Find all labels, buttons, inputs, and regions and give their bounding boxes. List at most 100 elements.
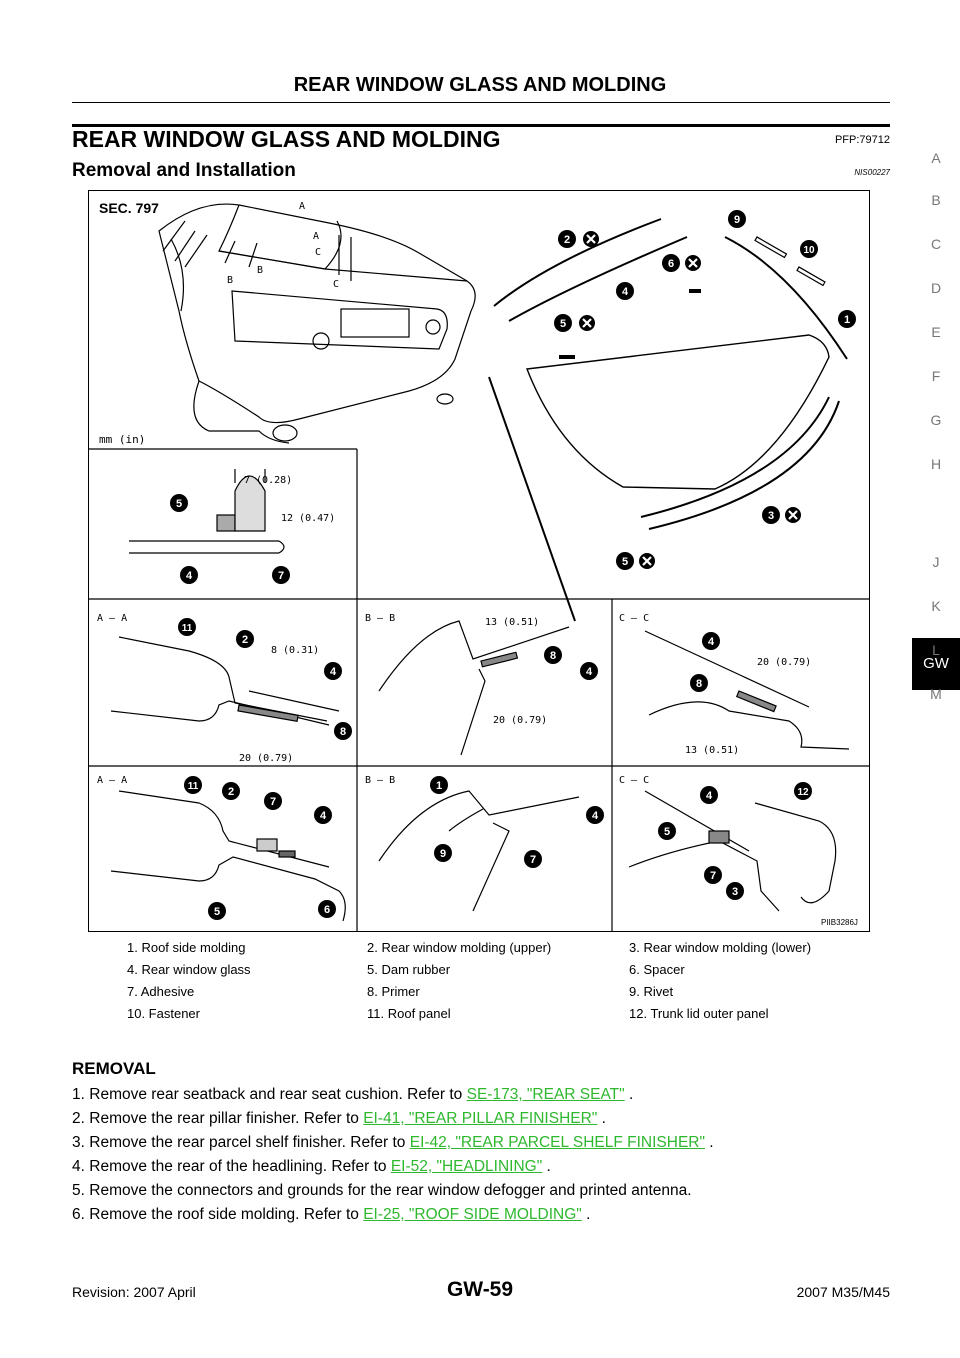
dim-8: 8 (0.31) bbox=[271, 645, 319, 656]
legend-item: 7. Adhesive bbox=[127, 984, 195, 999]
callout-4: 4 bbox=[702, 632, 720, 650]
legend-row: 7. Adhesive 8. Primer 9. Rivet bbox=[127, 981, 887, 1003]
svg-text:2: 2 bbox=[228, 786, 234, 798]
section-rule bbox=[72, 124, 890, 127]
reference-link[interactable]: EI-25, "ROOF SIDE MOLDING" bbox=[363, 1206, 582, 1223]
callout-4: 4 bbox=[324, 662, 342, 680]
figure-svg: SEC. 797 mm (in) A A C C B B bbox=[89, 200, 869, 931]
legend-row: 10. Fastener 11. Roof panel 12. Trunk li… bbox=[127, 1003, 887, 1025]
callout-7: 7 bbox=[704, 866, 722, 884]
svg-text:7: 7 bbox=[710, 870, 716, 882]
section-cc-primer bbox=[644, 630, 850, 750]
section-bb-primer bbox=[378, 620, 570, 756]
removal-title: REMOVAL bbox=[72, 1059, 156, 1078]
svg-text:5: 5 bbox=[560, 318, 566, 330]
callout-4: 4 bbox=[586, 806, 604, 824]
svg-text:4: 4 bbox=[592, 810, 599, 822]
figure-id: PIIB3286J bbox=[821, 918, 858, 927]
side-tab-g[interactable]: G bbox=[930, 412, 942, 428]
section-marker-c: C bbox=[333, 279, 339, 290]
callout-11: 11 bbox=[184, 776, 202, 794]
side-tab-m[interactable]: M bbox=[930, 686, 942, 702]
removal-steps: 1. Remove rear seatback and rear seat cu… bbox=[72, 1083, 714, 1227]
callout-8: 8 bbox=[334, 722, 352, 740]
x-mark-icon bbox=[642, 556, 652, 566]
legend-item: 6. Spacer bbox=[629, 962, 685, 977]
section-marker-a: A bbox=[299, 201, 305, 212]
side-tab-d[interactable]: D bbox=[930, 280, 942, 296]
callout-7: 7 bbox=[524, 850, 542, 868]
svg-text:11: 11 bbox=[182, 623, 193, 634]
footer-model: 2007 M35/M45 bbox=[796, 1284, 890, 1300]
subsection-code: NIS00227 bbox=[854, 168, 890, 177]
svg-text:4: 4 bbox=[708, 636, 715, 648]
side-tab-gw[interactable]: GW bbox=[912, 638, 960, 690]
svg-text:4: 4 bbox=[706, 790, 713, 802]
exploded-view-figure: SEC. 797 mm (in) A A C C B B bbox=[88, 190, 870, 932]
side-tab-f[interactable]: F bbox=[931, 368, 941, 384]
side-tab-c[interactable]: C bbox=[930, 236, 942, 252]
step-1: 1. Remove rear seatback and rear seat cu… bbox=[72, 1086, 634, 1103]
section-bb-adhesive bbox=[378, 790, 580, 912]
svg-text:2: 2 bbox=[564, 234, 570, 246]
svg-text:7: 7 bbox=[278, 570, 284, 582]
callout-6: 6 bbox=[318, 900, 336, 918]
callout-5: 5 bbox=[658, 822, 676, 840]
section-label-bb: B – B bbox=[365, 775, 395, 786]
side-tab-j[interactable]: J bbox=[932, 554, 940, 570]
step-2: 2. Remove the rear pillar finisher. Refe… bbox=[72, 1110, 606, 1127]
side-tab-h[interactable]: H bbox=[930, 456, 942, 472]
callout-5: 5 bbox=[170, 494, 188, 512]
side-tab-l[interactable]: L bbox=[932, 642, 940, 658]
legend-row: 1. Roof side molding 2. Rear window mold… bbox=[127, 937, 887, 959]
callout-5: 5 bbox=[554, 314, 572, 332]
reference-link[interactable]: SE-173, "REAR SEAT" bbox=[466, 1086, 625, 1103]
side-tab-k[interactable]: K bbox=[931, 598, 941, 614]
parts-legend: 1. Roof side molding 2. Rear window mold… bbox=[127, 937, 887, 1025]
step-5: 5. Remove the connectors and grounds for… bbox=[72, 1182, 692, 1199]
svg-text:10: 10 bbox=[803, 245, 815, 256]
reference-link[interactable]: EI-42, "REAR PARCEL SHELF FINISHER" bbox=[409, 1134, 705, 1151]
glass-exploded-view bbox=[488, 218, 848, 622]
callout-5: 5 bbox=[616, 552, 634, 570]
x-mark-icon bbox=[788, 510, 798, 520]
callout-5: 5 bbox=[208, 902, 226, 920]
svg-text:8: 8 bbox=[696, 678, 702, 690]
svg-text:6: 6 bbox=[668, 258, 674, 270]
section-marker-b: B bbox=[227, 275, 233, 286]
callout-4: 4 bbox=[180, 566, 198, 584]
svg-text:4: 4 bbox=[586, 666, 593, 678]
dim-13: 13 (0.51) bbox=[485, 617, 539, 628]
reference-link[interactable]: EI-52, "HEADLINING" bbox=[390, 1158, 543, 1175]
callout-4: 4 bbox=[700, 786, 718, 804]
section-label-aa: A – A bbox=[97, 775, 127, 786]
subsection-title: Removal and Installation bbox=[72, 160, 296, 181]
callout-2: 2 bbox=[236, 630, 254, 648]
side-tab-e[interactable]: E bbox=[931, 324, 941, 340]
section-label-cc: C – C bbox=[619, 775, 649, 786]
legend-item: 8. Primer bbox=[367, 984, 420, 999]
callout-3: 3 bbox=[726, 882, 744, 900]
section-code: PFP:79712 bbox=[834, 134, 890, 146]
legend-item: 2. Rear window molding (upper) bbox=[367, 940, 552, 955]
dim-20: 20 (0.79) bbox=[239, 753, 293, 764]
section-aa-primer bbox=[110, 636, 340, 726]
footer-revision: Revision: 2007 April bbox=[72, 1284, 196, 1300]
reference-link[interactable]: EI-41, "REAR PILLAR FINISHER" bbox=[363, 1110, 598, 1127]
unit-label: mm (in) bbox=[99, 433, 145, 446]
step-3: 3. Remove the rear parcel shelf finisher… bbox=[72, 1134, 714, 1151]
legend-item: 10. Fastener bbox=[127, 1006, 200, 1021]
svg-text:6: 6 bbox=[324, 904, 330, 916]
callout-2: 2 bbox=[222, 782, 240, 800]
svg-text:2: 2 bbox=[242, 634, 248, 646]
callout-7: 7 bbox=[264, 792, 282, 810]
legend-item: 12. Trunk lid outer panel bbox=[629, 1006, 769, 1021]
legend-row: 4. Rear window glass 5. Dam rubber 6. Sp… bbox=[127, 959, 887, 981]
side-tab-a[interactable]: A bbox=[931, 150, 941, 166]
legend-item: 11. Roof panel bbox=[367, 1006, 451, 1021]
svg-text:4: 4 bbox=[186, 570, 193, 582]
side-tab-b[interactable]: B bbox=[931, 192, 941, 208]
dim-12: 12 (0.47) bbox=[281, 513, 335, 524]
section-marker-a: A bbox=[313, 231, 319, 242]
detail-dam-rubber bbox=[129, 469, 285, 554]
